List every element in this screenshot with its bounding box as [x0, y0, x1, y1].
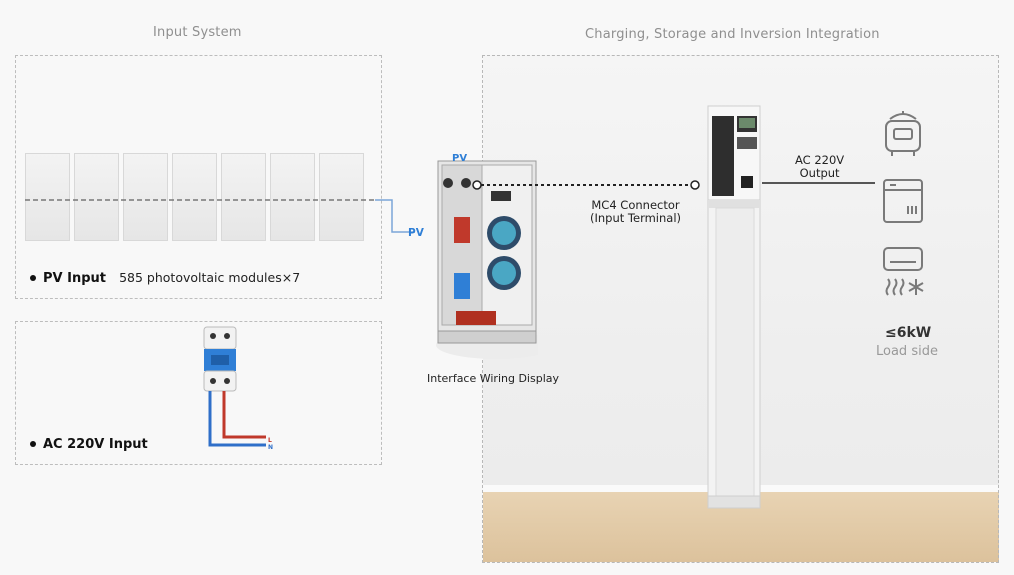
solar-panel — [221, 153, 266, 241]
solar-panel — [319, 153, 364, 241]
mc4-connector-line — [472, 180, 700, 190]
ac-output-line — [762, 182, 875, 184]
solar-panel — [270, 153, 315, 241]
device-pv-tag: PV — [452, 153, 468, 164]
pv-input-box — [15, 55, 382, 299]
load-side-label: Load side — [876, 344, 938, 359]
integration-title: Charging, Storage and Inversion Integrat… — [585, 27, 880, 42]
solar-panel — [25, 153, 70, 241]
pv-input-label: PV Input 585 photovoltaic modules×7 — [30, 267, 300, 286]
oven-icon — [883, 179, 923, 223]
device-interior-graphic — [436, 160, 556, 359]
pv-wire-tag: PV — [408, 227, 424, 239]
solar-panel — [123, 153, 168, 241]
circuit-breaker-icon — [203, 326, 266, 447]
ac-input-box — [15, 321, 382, 465]
mc4-connector-label: MC4 Connector (Input Terminal) — [590, 198, 682, 225]
rice-cooker-icon — [885, 111, 921, 156]
pv-string-wire — [25, 199, 415, 233]
pv-input-bullet: PV Input — [30, 271, 106, 286]
ac-input-bullet: AC 220V Input — [30, 437, 148, 452]
wire-l-label: L — [268, 437, 272, 444]
inverter-tower — [707, 105, 761, 509]
air-conditioner-icon — [883, 247, 924, 296]
solar-panel — [74, 153, 119, 241]
load-power: ≤6kW — [885, 325, 932, 341]
interface-caption: Interface Wiring Display — [427, 372, 560, 385]
input-system-title: Input System — [153, 25, 242, 40]
device-interface — [436, 155, 556, 360]
solar-panel — [172, 153, 217, 241]
ac-output-label: AC 220V Output — [795, 153, 845, 180]
wire-n-label: N — [268, 444, 274, 451]
pv-input-detail: 585 photovoltaic modules×7 — [119, 270, 301, 285]
